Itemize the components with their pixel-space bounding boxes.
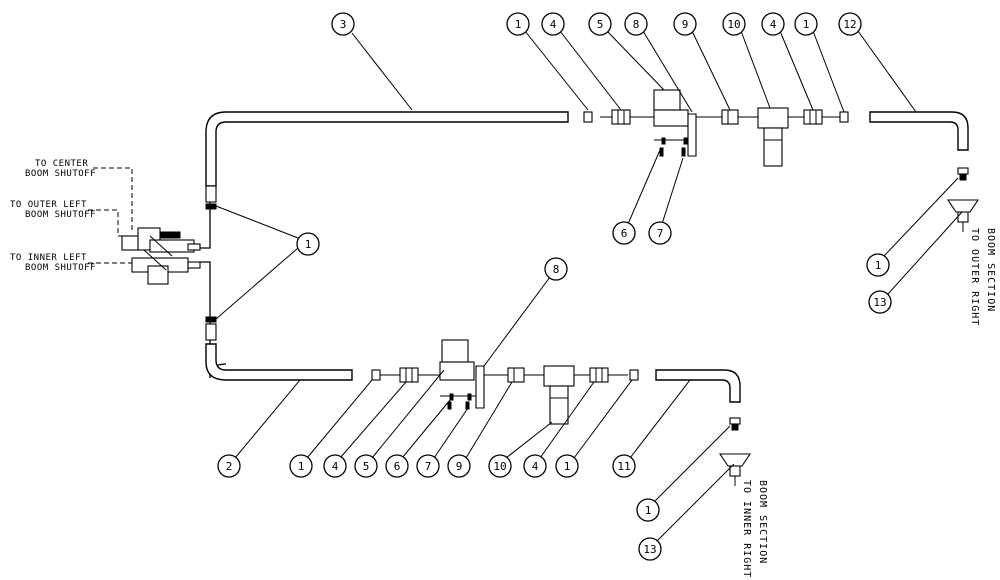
left-valve-assembly — [88, 167, 201, 285]
callout-1: 1 — [289, 454, 313, 478]
svg-text:4: 4 — [550, 18, 557, 31]
svg-text:13: 13 — [873, 296, 886, 309]
label-center-shutoff-1: TO CENTER — [35, 159, 88, 169]
svg-text:7: 7 — [657, 227, 664, 240]
top-hose-run — [200, 89, 980, 379]
callout-7: 7 — [648, 221, 672, 245]
label-inner-right-1: BOOM SECTION — [757, 480, 768, 564]
svg-text:4: 4 — [332, 460, 339, 473]
callout-3: 3 — [331, 12, 355, 36]
callout-2: 2 — [217, 454, 241, 478]
svg-text:10: 10 — [493, 460, 506, 473]
svg-text:4: 4 — [770, 18, 777, 31]
callout-1: 1 — [794, 12, 818, 36]
svg-text:1: 1 — [564, 460, 571, 473]
svg-text:10: 10 — [727, 18, 740, 31]
callout-12: 12 — [838, 12, 862, 36]
label-center-shutoff-2: BOOM SHUTOFF — [25, 169, 96, 179]
callout-10: 10 — [722, 12, 746, 36]
label-inner-left-2: BOOM SHUTOFF — [25, 263, 96, 273]
svg-text:11: 11 — [617, 460, 630, 473]
callout-4: 4 — [523, 454, 547, 478]
callout-5: 5 — [588, 12, 612, 36]
callout-8: 8 — [624, 12, 648, 36]
svg-text:3: 3 — [340, 18, 347, 31]
callout-1: 1 — [296, 232, 320, 256]
callout-1: 1 — [555, 454, 579, 478]
callout-1: 1 — [866, 253, 890, 277]
callout-4: 4 — [541, 12, 565, 36]
callout-6: 6 — [612, 221, 636, 245]
leader-lines — [215, 30, 963, 543]
callout-4: 4 — [761, 12, 785, 36]
svg-text:8: 8 — [553, 263, 560, 276]
label-inner-right-2: TO INNER RIGHT — [741, 480, 752, 578]
label-outer-right-2: TO OUTER RIGHT — [969, 228, 980, 326]
svg-text:2: 2 — [226, 460, 233, 473]
callout-10: 10 — [488, 454, 512, 478]
label-outer-left-1: TO OUTER LEFT — [10, 200, 87, 210]
svg-text:13: 13 — [643, 543, 656, 556]
callout-8: 8 — [544, 257, 568, 281]
svg-text:6: 6 — [394, 460, 401, 473]
label-outer-right-1: BOOM SECTION — [985, 228, 996, 312]
svg-text:12: 12 — [843, 18, 856, 31]
svg-text:4: 4 — [532, 460, 539, 473]
callout-bubbles: 3 1 4 5 8 9 10 4 1 12 6 7 1 1 13 8 2 1 4… — [217, 12, 892, 561]
svg-text:7: 7 — [425, 460, 432, 473]
svg-text:8: 8 — [633, 18, 640, 31]
callout-6: 6 — [385, 454, 409, 478]
svg-text:5: 5 — [597, 18, 604, 31]
callout-4: 4 — [323, 454, 347, 478]
label-outer-left-2: BOOM SHUTOFF — [25, 210, 96, 220]
bottom-hose-run — [205, 339, 752, 486]
callout-13: 13 — [638, 537, 662, 561]
svg-text:1: 1 — [803, 18, 810, 31]
svg-text:5: 5 — [363, 460, 370, 473]
svg-text:1: 1 — [875, 259, 882, 272]
svg-text:1: 1 — [298, 460, 305, 473]
callout-9: 9 — [447, 454, 471, 478]
callout-13: 13 — [868, 290, 892, 314]
callout-11: 11 — [612, 454, 636, 478]
svg-text:1: 1 — [305, 238, 312, 251]
label-inner-left-1: TO INNER LEFT — [10, 253, 87, 263]
callout-1: 1 — [506, 12, 530, 36]
left-fittings — [205, 185, 217, 341]
svg-text:1: 1 — [645, 504, 652, 517]
callout-7: 7 — [416, 454, 440, 478]
callout-5: 5 — [354, 454, 378, 478]
callout-9: 9 — [673, 12, 697, 36]
callout-1: 1 — [636, 498, 660, 522]
svg-text:9: 9 — [456, 460, 463, 473]
svg-text:6: 6 — [621, 227, 628, 240]
svg-text:9: 9 — [682, 18, 689, 31]
svg-text:1: 1 — [515, 18, 522, 31]
